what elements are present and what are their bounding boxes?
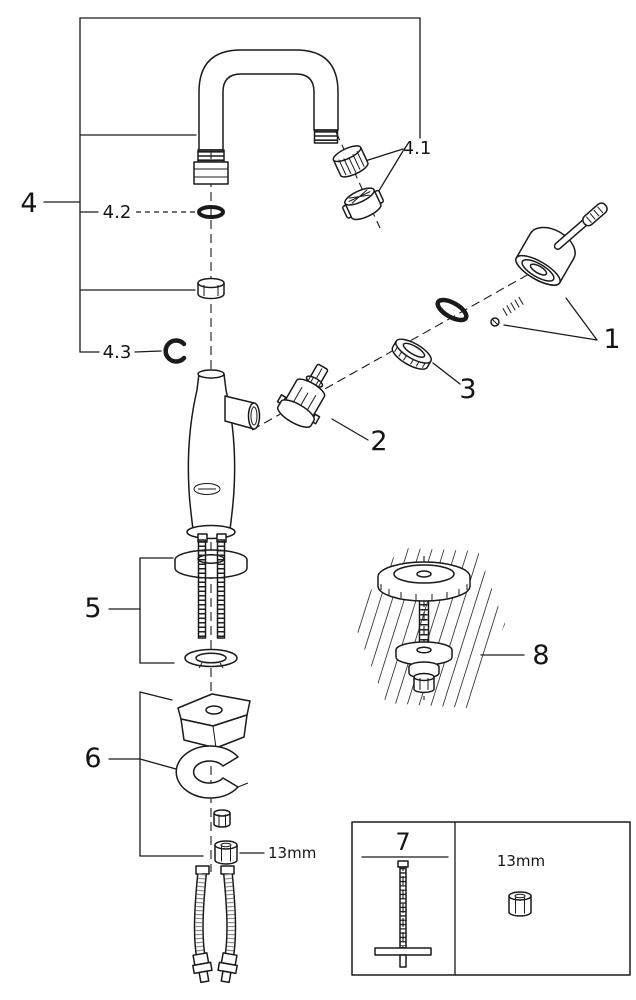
mounting-studs [174, 533, 248, 639]
aerator-ring [332, 145, 369, 178]
wrench-size-box-label: 13mm [497, 852, 545, 870]
o-ring-handle [435, 297, 469, 323]
callout-4-3: 4.3 [103, 342, 132, 363]
mousseur [342, 187, 385, 221]
callout-7: 7 [395, 828, 410, 856]
callout-1: 1 [603, 324, 620, 355]
tool-box [351, 821, 631, 976]
hex-nut-13mm [214, 840, 238, 865]
threaded-rod [374, 860, 432, 968]
callout-4-1: 4.1 [403, 138, 432, 159]
cartridge [276, 363, 329, 428]
o-ring-spout [197, 205, 225, 219]
callout-leaders [43, 17, 598, 857]
supply-hoses [192, 865, 238, 984]
retaining-clip [163, 338, 187, 364]
callout-4-2: 4.2 [103, 202, 132, 223]
wrench-size-label: 13mm [268, 844, 316, 862]
retainer-bushing [197, 277, 225, 300]
mounting-ring [391, 338, 432, 370]
handle-grip [582, 202, 608, 227]
callout-4: 4 [20, 188, 37, 219]
center-axes [210, 131, 569, 966]
horseshoe-washer [184, 648, 238, 669]
box-hex-nut [508, 891, 532, 917]
drain-assembly [377, 561, 471, 694]
handle [515, 202, 608, 286]
wedge-block [177, 693, 251, 749]
handle-screw [490, 317, 500, 327]
spring [502, 296, 524, 317]
brand-badge [193, 483, 221, 495]
callout-2: 2 [370, 426, 387, 457]
callout-3: 3 [459, 374, 476, 405]
callout-5: 5 [84, 593, 101, 624]
spout [193, 49, 339, 185]
callout-8: 8 [532, 640, 549, 671]
mounting-clamp [175, 745, 249, 799]
faucet-body [186, 369, 261, 540]
cap-nut [213, 809, 231, 828]
callout-6: 6 [84, 743, 101, 774]
